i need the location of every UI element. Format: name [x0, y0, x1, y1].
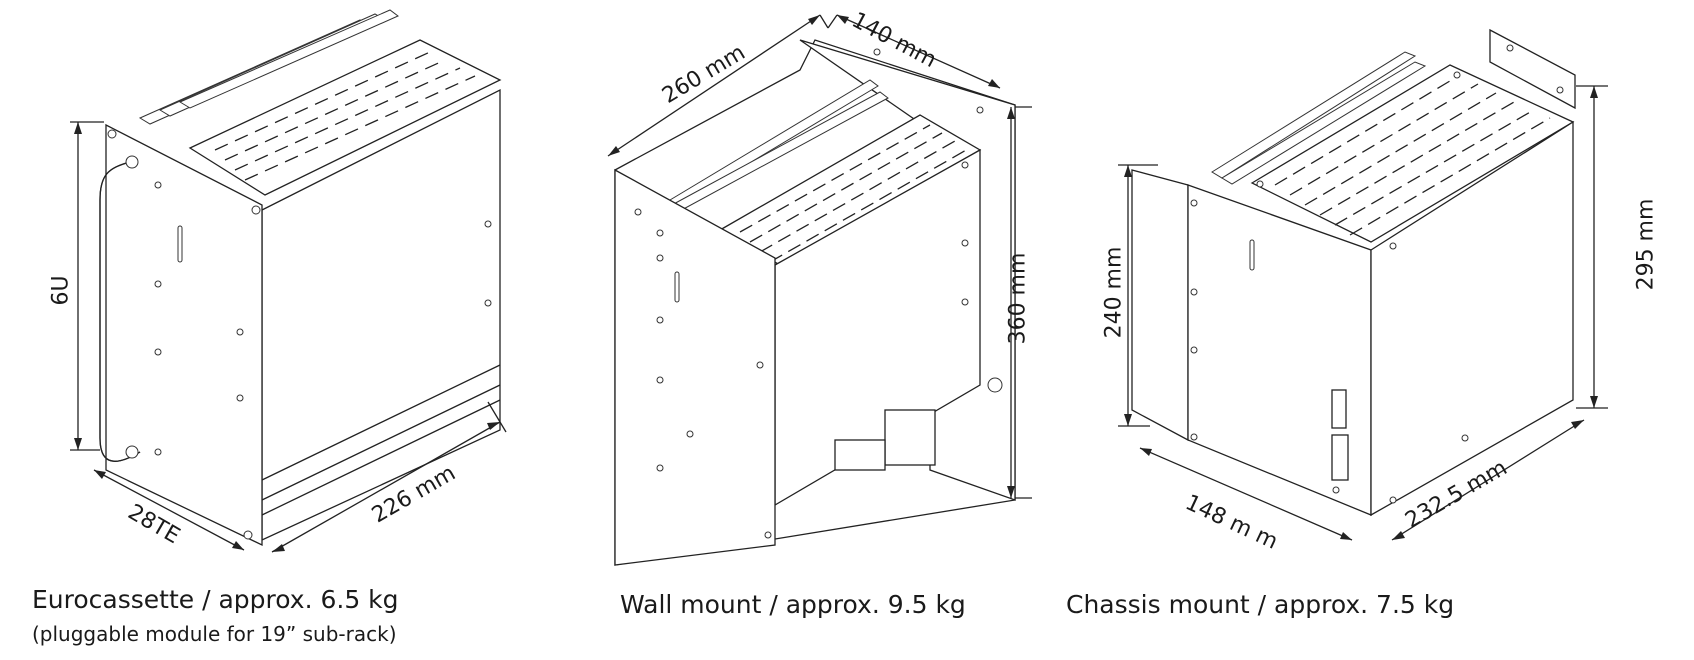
- dim-232-line: [1391, 419, 1585, 541]
- dim-height-total-label: 295 mm: [1633, 198, 1659, 291]
- front-panel: [1370, 120, 1574, 517]
- wall-mount-caption: Wall mount / approx. 9.5 kg: [620, 590, 966, 619]
- chassis-mount-caption: Chassis mount / approx. 7.5 kg: [1066, 590, 1455, 619]
- wall-mount-drawing: [607, 14, 1032, 566]
- screws: [1190, 71, 1469, 504]
- top-slots: [739, 124, 969, 263]
- top-slots: [214, 51, 476, 181]
- dim-height-front-label: 240 mm: [1101, 246, 1127, 339]
- dim-28te-line: [93, 469, 245, 551]
- rear-flange: [1131, 169, 1189, 442]
- dim-226-line: [271, 401, 507, 553]
- dim-140-line: [836, 14, 1001, 89]
- dim-6u-line: [70, 121, 104, 451]
- dim-240-line: [1118, 164, 1158, 427]
- led-indicators: [1249, 239, 1255, 271]
- chassis-mount-drawing: [1118, 28, 1608, 541]
- eurocassette-caption: Eurocassette / approx. 6.5 kg: [32, 585, 399, 614]
- dim-height-label: 6U: [48, 275, 74, 306]
- heatsink-fins: [138, 9, 399, 125]
- dim-360-line: [1007, 106, 1032, 499]
- top-slots: [1274, 74, 1551, 236]
- wall-mount-figure: 260 mm 140 mm 360 mm Wall mount / approx…: [600, 0, 1160, 660]
- dim-260-line: [607, 14, 838, 157]
- heatsink-fins: [1211, 51, 1427, 185]
- front-panel: [105, 123, 263, 547]
- dim-295-line: [1576, 85, 1608, 409]
- front-panel: [614, 168, 776, 566]
- eurocassette-subcaption: (pluggable module for 19” sub-rack): [32, 622, 397, 646]
- top-cover: [188, 39, 502, 196]
- led-indicators: [674, 271, 680, 303]
- chassis-mount-figure: 240 mm 295 mm 148 m m 232.5 mm Chassis m…: [1066, 0, 1694, 660]
- connector: [834, 377, 1003, 471]
- front-screws: [634, 161, 969, 539]
- front-screws: [107, 129, 492, 540]
- dim-height-label: 360 mm: [1005, 252, 1031, 345]
- eurocassette-figure: 6U 28TE 226 mm Eurocassette / approx. 6.…: [0, 0, 560, 660]
- connectors: [1331, 389, 1349, 481]
- dim-148-line: [1139, 447, 1353, 541]
- led-indicators: [177, 225, 183, 263]
- eurocassette-drawing: [70, 9, 507, 553]
